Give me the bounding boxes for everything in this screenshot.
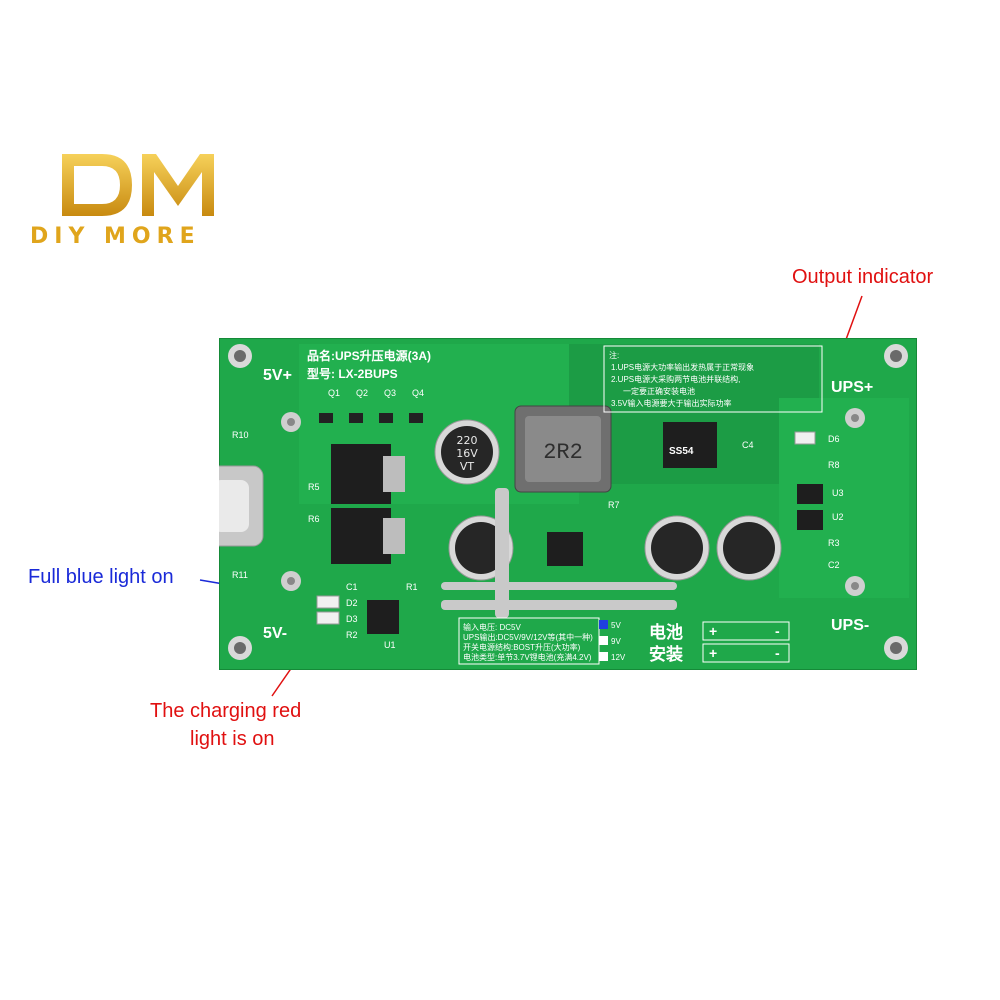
svg-text:UPS-: UPS-: [831, 617, 869, 634]
svg-text:电池: 电池: [649, 622, 683, 642]
led-d2: [316, 595, 340, 609]
svg-text:VT: VT: [460, 460, 475, 473]
svg-text:-: -: [775, 623, 780, 639]
svg-text:-: -: [775, 645, 780, 661]
diymore-logo-mark: [62, 154, 214, 216]
svg-text:UPS输出:DC5V/9V/12V等(其中一种): UPS输出:DC5V/9V/12V等(其中一种): [463, 632, 593, 642]
svg-text:一定要正确安装电池: 一定要正确安装电池: [623, 386, 695, 396]
svg-text:16V: 16V: [456, 447, 478, 460]
svg-text:2R2: 2R2: [543, 440, 583, 465]
callout-output-indicator: Output indicator: [792, 266, 934, 288]
svg-text:型号: LX-2BUPS: 型号: LX-2BUPS: [307, 366, 398, 381]
svg-text:12V: 12V: [611, 653, 626, 662]
callout-full-blue-light: Full blue light on: [28, 566, 174, 588]
svg-text:5V+: 5V+: [263, 367, 292, 384]
svg-text:9V: 9V: [611, 637, 621, 646]
svg-text:220: 220: [457, 434, 478, 447]
svg-text:安装: 安装: [649, 644, 683, 664]
led-d3: [316, 611, 340, 625]
svg-text:SS54: SS54: [669, 446, 694, 457]
svg-text:输入电压: DC5V: 输入电压: DC5V: [463, 622, 521, 632]
callout-charging-red-2: light is on: [190, 728, 275, 750]
svg-text:3.5V输入电源要大于输出实际功率: 3.5V输入电源要大于输出实际功率: [611, 398, 731, 408]
svg-text:5V: 5V: [611, 621, 621, 630]
led-d6: [794, 431, 816, 445]
svg-text:1.UPS电源大功率输出发热属于正常现象: 1.UPS电源大功率输出发热属于正常现象: [611, 362, 754, 372]
power-transistor-icon: [331, 422, 717, 564]
svg-text:开关电源结构:BOST升压(大功率): 开关电源结构:BOST升压(大功率): [463, 642, 581, 652]
svg-text:5V-: 5V-: [263, 625, 287, 642]
svg-text:UPS+: UPS+: [831, 379, 873, 396]
svg-text:品名:UPS升压电源(3A): 品名:UPS升压电源(3A): [307, 348, 431, 363]
ic-u1: [367, 600, 399, 634]
diymore-logo-text: DIY MORE: [30, 224, 201, 249]
callout-charging-red-1: The charging red: [150, 700, 302, 722]
svg-text:+: +: [709, 623, 717, 639]
svg-text:注:: 注:: [609, 350, 619, 360]
ic-center: [547, 532, 583, 566]
svg-text:+: +: [709, 645, 717, 661]
svg-text:电池类型:单节3.7V锂电池(充满4.2V): 电池类型:单节3.7V锂电池(充满4.2V): [463, 652, 592, 662]
svg-text:2.UPS电源大采购两节电池并联结构,: 2.UPS电源大采购两节电池并联结构,: [611, 374, 740, 384]
mounting-hole-icon: [228, 344, 908, 660]
electrolytic-capacitor-icon: [434, 419, 782, 581]
